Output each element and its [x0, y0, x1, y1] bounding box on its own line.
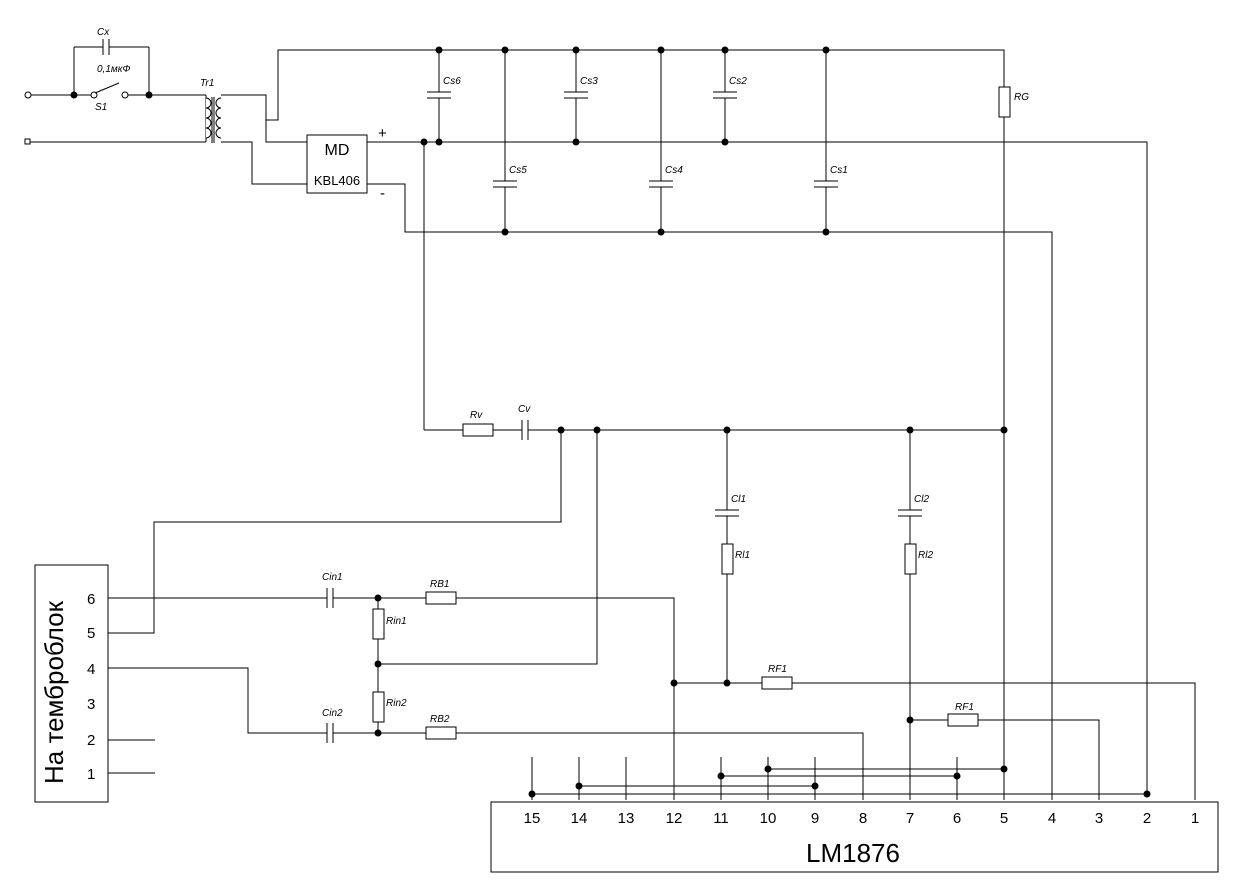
capacitor-bank-bottom: Cs5 Cs4 Cs1	[493, 50, 848, 232]
cs4-label: Cs4	[665, 165, 683, 176]
connector-pin-5: 5	[87, 625, 95, 642]
rin2-label: Rin2	[386, 698, 407, 709]
bridge-minus-label: -	[380, 185, 385, 202]
rf1-bottom-label: RF1	[955, 702, 974, 713]
connector-title: На темброблок	[39, 600, 69, 784]
input-network: Cin1 RB1 Rin1 Rin2 Cin2 RB2	[108, 572, 864, 800]
chip-pin-4: 4	[1048, 810, 1056, 827]
rb2-label: RB2	[430, 714, 450, 725]
chip-pin-1: 1	[1191, 810, 1199, 827]
transformer-tr1: Tr1	[200, 78, 307, 185]
cs6-label: Cs6	[443, 76, 461, 87]
cs1-label: Cs1	[830, 165, 848, 176]
tr1-label: Tr1	[200, 78, 214, 89]
chip-pin-5: 5	[1000, 810, 1008, 827]
chip-pin-9: 9	[811, 810, 819, 827]
cin2-label: Cin2	[322, 708, 343, 719]
cs3-label: Cs3	[580, 76, 598, 87]
connector-pin-1: 1	[87, 766, 95, 783]
cin1-label: Cin1	[322, 572, 343, 583]
supply-rails	[266, 49, 1148, 800]
tone-block-connector: На темброблок 6 5 4 3 2 1	[34, 564, 109, 803]
connector-pin-4: 4	[87, 661, 95, 678]
rl2-label: Rl2	[918, 550, 933, 561]
connector-pin-3: 3	[87, 696, 95, 713]
chip-pin-6: 6	[953, 810, 961, 827]
chip-pin-8: 8	[859, 810, 867, 827]
cs5-label: Cs5	[509, 165, 527, 176]
chip-pin-10: 10	[760, 810, 777, 827]
connector-pin-2: 2	[87, 732, 95, 749]
capacitor-bank-top: Cs6 Cs3 Cs2	[427, 50, 747, 142]
chip-pin-12: 12	[666, 810, 683, 827]
chip-pin-15: 15	[524, 810, 541, 827]
bridge-rectifier: MD KBL406 + -	[306, 125, 387, 202]
cx-label: Cx	[97, 27, 110, 38]
bridge-plus-label: +	[378, 125, 387, 142]
pin-buses	[531, 757, 1147, 800]
cs2-label: Cs2	[729, 76, 747, 87]
mains-input: Cx 0,1мкФ S1	[24, 27, 206, 145]
chip-pin-2: 2	[1143, 810, 1151, 827]
connector-pin-6: 6	[87, 591, 95, 608]
mains-terminal-2	[24, 138, 31, 145]
md-label: MD	[325, 142, 350, 159]
rv-label: Rv	[470, 410, 483, 421]
junction-dots	[374, 46, 1151, 798]
chip-pin-3: 3	[1095, 810, 1103, 827]
chip-pin-14: 14	[571, 810, 588, 827]
chip-name: LM1876	[806, 838, 900, 868]
lm1876-chip: 15 14 13 12 11 10 9 8 7 6 5 4 3 2 1 LM18…	[490, 801, 1219, 873]
cv-label: Cv	[518, 404, 531, 415]
s1-label: S1	[95, 102, 107, 113]
cx-value-label: 0,1мкФ	[97, 64, 130, 75]
rg-label: RG	[1014, 92, 1029, 103]
resistor-rg: RG	[998, 86, 1029, 118]
rb1-label: RB1	[430, 579, 449, 590]
chip-pin-13: 13	[618, 810, 635, 827]
bridge-part-label: KBL406	[314, 173, 360, 188]
ground-bus: Rv Cv Cl1 Rl1 Cl2 Rl2	[108, 404, 1004, 800]
mains-terminal-1	[24, 91, 32, 99]
chip-pin-11: 11	[713, 810, 729, 827]
chip-pin-7: 7	[906, 810, 914, 827]
rf1-top-label: RF1	[768, 664, 787, 675]
rin1-label: Rin1	[386, 616, 407, 627]
rl1-label: Rl1	[735, 550, 750, 561]
cl2-label: Cl2	[914, 494, 929, 505]
cl1-label: Cl1	[731, 494, 746, 505]
feedback-network: RF1 RF1	[674, 664, 1196, 800]
